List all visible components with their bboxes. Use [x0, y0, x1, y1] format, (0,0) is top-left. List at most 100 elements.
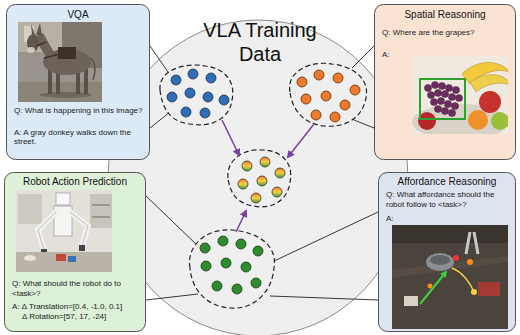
- callout-box: Spatial Reasoning Q: Where are the grapes…: [374, 4, 516, 160]
- fruit-bowl-photo-part-part: [434, 89, 441, 96]
- callout-box-outline: [375, 5, 516, 160]
- donkey-photo-part: [31, 24, 35, 35]
- merged-cluster-part-part: [260, 157, 270, 167]
- spatial-cluster-part: [297, 70, 360, 122]
- leader-lines-part: [352, 46, 374, 68]
- fruit-bowl-photo-part-part: [452, 86, 459, 93]
- donkey-photo: [18, 22, 102, 102]
- robot-cluster-part-part: [212, 281, 222, 291]
- answer-text: A: Δ Translation=[0.4, -1.0, 0.1] Δ Rota…: [12, 302, 127, 321]
- affordance-photo-part: [392, 225, 508, 329]
- leader-lines-part: [146, 294, 198, 300]
- robot-cluster-part-part: [232, 284, 242, 294]
- callout-box-outline: [7, 5, 150, 160]
- fruit-bowl-photo-part: [420, 79, 465, 119]
- fruit-bowl-photo-part-part: [427, 91, 434, 98]
- callout-box-outline: [379, 173, 516, 332]
- callout-box: VQA Q: What is happening in this image? A:…: [6, 4, 150, 160]
- box-heading: Spatial Reasoning: [374, 9, 516, 21]
- fruit-bowl-photo-part: [468, 110, 488, 130]
- donkey-photo-part: [27, 34, 39, 52]
- spatial-cluster-part-part: [301, 94, 311, 104]
- vqa-cluster-part-part: [167, 92, 177, 102]
- fruit-bowl-photo-part-part: [451, 102, 458, 109]
- fruit-bowl-photo-part-part: [444, 100, 451, 107]
- fruit-bowl-photo-part-part: [441, 107, 448, 114]
- robot-cluster-part-part: [200, 243, 210, 253]
- affordance-photo-part: [478, 282, 500, 296]
- affordance-photo-part: [467, 259, 473, 265]
- fruit-bowl-photo-part-part: [438, 82, 445, 89]
- question-text: Q: What affordance should the robot foll…: [386, 190, 510, 209]
- spatial-cluster-part-part: [333, 73, 343, 83]
- robot-photo-part: [16, 252, 112, 272]
- vqa-cluster-part-part: [206, 73, 216, 83]
- box-heading: VQA: [6, 9, 150, 21]
- data-space-ellipse-part: [108, 20, 408, 335]
- diagram-title: VLA Training Data: [195, 18, 325, 66]
- vqa-cluster-part: [160, 65, 233, 125]
- robot-photo-part: [16, 190, 112, 272]
- merge-arrows-part: [222, 120, 239, 155]
- affordance-photo-part: [430, 255, 450, 265]
- robot-photo-part: [79, 245, 85, 251]
- fruit-bowl-photo-part-part: [441, 90, 448, 97]
- robot-photo-part: [68, 256, 76, 262]
- spatial-cluster-part-part: [350, 85, 360, 95]
- merge-arrows-part: [236, 211, 246, 232]
- robot-photo-part: [70, 212, 88, 246]
- robot-cluster-part-part: [218, 236, 228, 246]
- leader-lines-part: [354, 120, 374, 128]
- robot-photo-part: [18, 194, 42, 224]
- spatial-cluster-part-part: [330, 112, 340, 122]
- vqa-cluster-part-part: [185, 88, 195, 98]
- merged-cluster-part-part: [257, 176, 267, 186]
- donkey-photo-part: [48, 68, 52, 94]
- fruit-bowl-photo-part: [491, 112, 508, 130]
- vqa-cluster-part-part: [188, 69, 198, 79]
- affordance-photo-part: [404, 296, 418, 306]
- fruit-bowl-photo-part-part: [437, 97, 444, 104]
- fruit-bowl-photo-part-part: [448, 109, 455, 116]
- donkey-photo-part: [84, 68, 88, 94]
- affordance-photo-part: [428, 284, 433, 289]
- robot-photo-part: [92, 204, 110, 206]
- merged-cluster-part-part: [251, 193, 261, 203]
- merged-cluster-part: [228, 150, 291, 207]
- spatial-cluster-part-part: [314, 70, 324, 80]
- merged-cluster: [228, 150, 291, 207]
- robot-photo-part: [56, 254, 66, 261]
- fruit-bowl-photo-part-part: [434, 105, 441, 112]
- callout-box: Affordance ReasoningQ: What affordance s…: [378, 172, 516, 332]
- vqa-cluster-part-part: [219, 95, 229, 105]
- question-text: Q: What is happening in this image?: [14, 106, 144, 116]
- leader-lines-part: [270, 296, 378, 300]
- answer-text: A: A gray donkey walks down the street.: [14, 128, 144, 147]
- answer-text: A:: [386, 214, 416, 224]
- fruit-bowl-photo-part-part: [455, 94, 462, 101]
- fruit-bowl-photo: [412, 56, 508, 134]
- donkey-photo-part: [90, 58, 95, 80]
- question-text: Q: Where are the grapes?: [382, 28, 508, 38]
- fruit-bowl-photo-part: [424, 81, 462, 116]
- robot-cluster-part: [189, 230, 274, 308]
- vqa-cluster-part-part: [200, 108, 210, 118]
- affordance-photo-part: [452, 268, 474, 292]
- vqa-cluster-part-part: [203, 92, 213, 102]
- robot-cluster-part-part: [251, 278, 261, 288]
- merged-cluster-part-part: [238, 179, 248, 189]
- callout-box-outline: [5, 173, 146, 332]
- robot-photo-part: [24, 255, 36, 261]
- donkey-photo-part: [58, 47, 76, 59]
- fruit-bowl-photo-part-part: [430, 98, 437, 105]
- robot-photo: [16, 190, 112, 272]
- robot-cluster-part-part: [236, 239, 246, 249]
- fruit-bowl-photo-part-part: [448, 93, 455, 100]
- affordance-photo-part: [426, 253, 454, 271]
- spatial-cluster-part-part: [340, 100, 350, 110]
- robot-photo-part: [38, 212, 56, 250]
- robot-cluster-part-part: [241, 262, 251, 272]
- fruit-bowl-photo-part: [479, 91, 501, 113]
- affordance-photo-part: [392, 225, 508, 243]
- affordance-photo-part: [453, 255, 459, 261]
